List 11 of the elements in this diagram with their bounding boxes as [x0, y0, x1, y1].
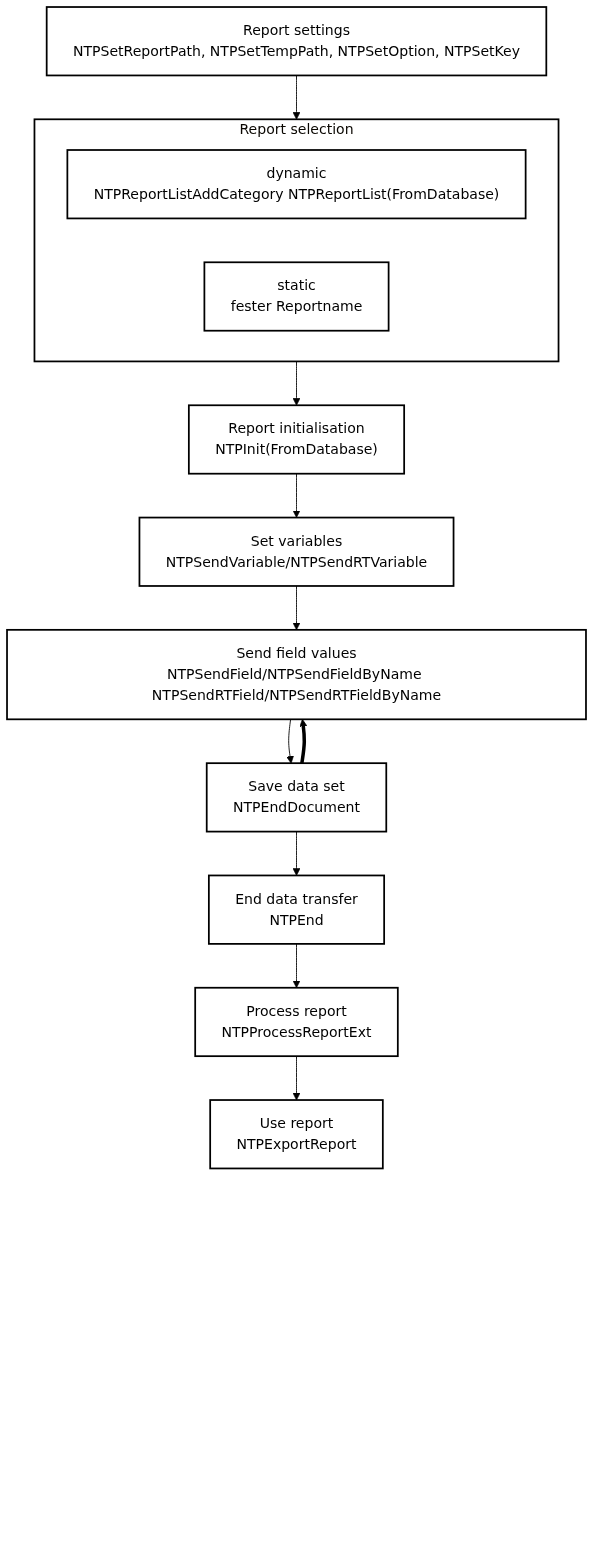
node-box: static fester Reportname — [203, 261, 390, 332]
node-box: End data transfer NTPEnd — [208, 874, 385, 945]
node-box: Send field values NTPSendField/NTPSendFieldByName NTPSendRTField/NTPSendRTFieldByName — [6, 628, 587, 721]
node-box: Save data set NTPEndDocument — [205, 762, 388, 833]
node-box: Report settings NTPSetReportPath, NTPSetTempPath, NTPSetOption, NTPSetKey — [45, 6, 548, 77]
node-box: Set variables NTPSendVariable/NTPSendRTVariable — [138, 516, 455, 587]
node-box: Process report NTPProcessReportExt — [194, 986, 399, 1058]
node-box: Report initialisation NTPInit(FromDatabase) — [187, 404, 406, 475]
node-box: dynamic NTPReportListAddCategory NTPReportList(FromDatabase) — [66, 149, 527, 220]
arrow — [299, 718, 308, 764]
node-box: Use report NTPExportReport — [209, 1099, 384, 1170]
